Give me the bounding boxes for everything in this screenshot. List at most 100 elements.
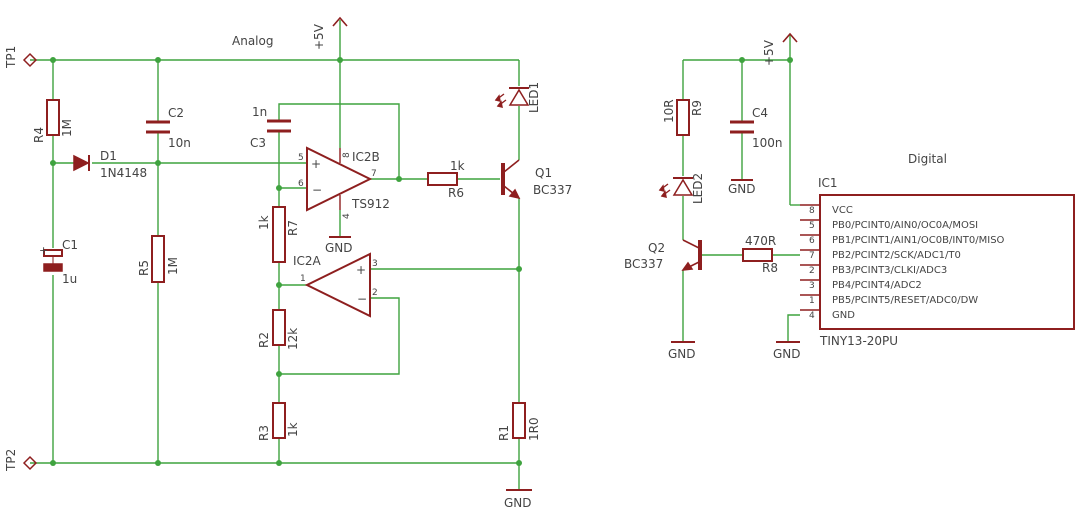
ic2b-pin5: 5 xyxy=(298,153,304,163)
r8-value: 470R xyxy=(745,234,776,248)
vcc-label-analog: +5V xyxy=(312,23,326,50)
gnd-symbol-main: GND xyxy=(504,489,532,510)
r3-value: 1k xyxy=(286,422,300,437)
diode-d1: D1 1N4148 xyxy=(73,149,147,180)
ic1-pin-number: 2 xyxy=(809,266,815,276)
svg-text:+: + xyxy=(356,263,366,277)
r2-ref: R2 xyxy=(257,332,271,348)
transistor-q2: Q2 BC337 xyxy=(624,239,702,271)
r6-ref: R6 xyxy=(448,186,464,200)
q2-ref: Q2 xyxy=(648,241,665,255)
opamp-ic2b: + − 5 6 7 8 4 IC2B TS912 xyxy=(298,146,390,219)
ic2a-pin2: 2 xyxy=(372,288,378,298)
opamp-ic2a: + − 1 3 2 IC2A xyxy=(293,252,378,318)
tp2: TP2 xyxy=(4,449,38,472)
r6-value: 1k xyxy=(450,159,465,173)
ic2a-pin3: 3 xyxy=(372,259,378,269)
resistor-r5: R5 1M xyxy=(137,235,180,283)
ic2b-pin7: 7 xyxy=(371,169,377,179)
ic1-pin-number: 4 xyxy=(809,311,815,321)
capacitor-c4: C4 100n xyxy=(730,106,783,150)
r7-ref: R7 xyxy=(286,220,300,236)
svg-text:−: − xyxy=(312,183,322,197)
resistor-r8: 470R R8 xyxy=(742,234,778,275)
r7-value: 1k xyxy=(257,215,271,230)
ic1-value: TINY13-20PU xyxy=(819,334,898,348)
ic1-pin-number: 6 xyxy=(809,236,815,246)
vcc-symbol-analog: +5V xyxy=(312,16,348,50)
resistor-r2: R2 12k xyxy=(257,309,300,350)
led1-ref: LED1 xyxy=(527,82,541,113)
c2-value: 10n xyxy=(168,136,191,150)
ic2b-ref: IC2B xyxy=(352,150,380,164)
ic1-pin-row: 7 PB2/PCINT2/SCK/ADC1/T0 xyxy=(800,249,961,261)
capacitor-c2: C2 10n xyxy=(146,106,191,150)
ic1-pin-row: 8 VCC xyxy=(800,204,853,216)
c4-value: 100n xyxy=(752,136,783,150)
c2-ref: C2 xyxy=(168,106,184,120)
gnd-symbol-q2: GND xyxy=(668,341,696,361)
analog-section-label: Analog xyxy=(232,34,273,48)
gnd-symbol-ic1: GND xyxy=(773,341,801,361)
resistor-r6: 1k R6 xyxy=(427,159,465,200)
ic1-pin-name: PB2/PCINT2/SCK/ADC1/T0 xyxy=(832,250,961,261)
c1-value: 1u xyxy=(62,272,77,286)
ic2b-pin6: 6 xyxy=(298,179,304,189)
ic1-pins: 8 VCC 5 PB0/PCINT0/AIN0/OC0A/MOSI 6 PB1/PCINT… xyxy=(800,204,1005,321)
r9-ref: R9 xyxy=(690,100,704,116)
r2-value: 12k xyxy=(286,328,300,350)
c1-plus: + xyxy=(39,244,48,257)
ic1-pin-name: PB4/PCINT4/ADC2 xyxy=(832,280,922,291)
resistor-r9: 10R R9 xyxy=(662,99,704,136)
r3-ref: R3 xyxy=(257,425,271,441)
ic1-pin-number: 8 xyxy=(809,206,815,216)
r5-value: 1M xyxy=(166,257,180,275)
ic1-pin-name: PB5/PCINT5/RESET/ADC0/DW xyxy=(832,295,978,306)
c4-ref: C4 xyxy=(752,106,768,120)
ic1-pin-name: VCC xyxy=(832,205,853,216)
svg-text:−: − xyxy=(357,292,367,306)
ic2b-pin8: 8 xyxy=(342,152,352,158)
analog-wires xyxy=(30,20,520,490)
ic1-pin-name: PB1/PCINT1/AIN1/OC0B/INT0/MISO xyxy=(832,235,1005,246)
c1-ref: C1 xyxy=(62,238,78,252)
q1-ref: Q1 xyxy=(535,166,552,180)
tp1-label: TP1 xyxy=(4,46,18,69)
ic1-pin-name: PB3/PCINT3/CLKI/ADC3 xyxy=(832,265,947,276)
r1-ref: R1 xyxy=(497,425,511,441)
capacitor-c3: 1n C3 xyxy=(250,105,291,150)
ic1-pin-number: 7 xyxy=(809,251,815,261)
r5-ref: R5 xyxy=(137,260,151,276)
ic1-pin-row: 5 PB0/PCINT0/AIN0/OC0A/MOSI xyxy=(800,219,978,231)
resistor-r7: 1k R7 xyxy=(257,206,300,263)
svg-text:+: + xyxy=(311,157,321,171)
resistor-r1: R1 1R0 xyxy=(497,402,541,441)
ic1-attiny: IC1 TINY13-20PU 8 VCC 5 PB0/PCINT0/AIN0/OC0… xyxy=(800,176,1075,348)
r4-value: 1M xyxy=(60,119,74,137)
r9-value: 10R xyxy=(662,99,676,123)
ic2b-value: TS912 xyxy=(351,197,390,211)
vcc-symbol-digital: +5V xyxy=(762,32,798,66)
ic2b-pin4: 4 xyxy=(342,213,352,219)
ic1-pin-row: 2 PB3/PCINT3/CLKI/ADC3 xyxy=(800,264,947,276)
gnd-label-q2: GND xyxy=(668,347,696,361)
vcc-label-digital: +5V xyxy=(762,39,776,66)
ic1-pin-number: 5 xyxy=(809,221,815,231)
ic2a-ref: IC2A xyxy=(293,254,322,268)
junctions xyxy=(50,57,793,466)
gnd-symbol-c4: GND xyxy=(728,179,756,196)
ic1-pin-name: PB0/PCINT0/AIN0/OC0A/MOSI xyxy=(832,220,978,231)
ic1-ref: IC1 xyxy=(818,176,838,190)
q2-value: BC337 xyxy=(624,257,663,271)
resistor-r4: R4 1M xyxy=(32,99,74,143)
gnd-label-ic2b: GND xyxy=(325,241,353,255)
digital-wires xyxy=(682,35,800,342)
transistor-q1: Q1 BC337 xyxy=(501,159,572,200)
d1-value: 1N4148 xyxy=(100,166,147,180)
led2-ref: LED2 xyxy=(691,173,705,204)
c3-ref: C3 xyxy=(250,136,266,150)
gnd-label-c4: GND xyxy=(728,182,756,196)
